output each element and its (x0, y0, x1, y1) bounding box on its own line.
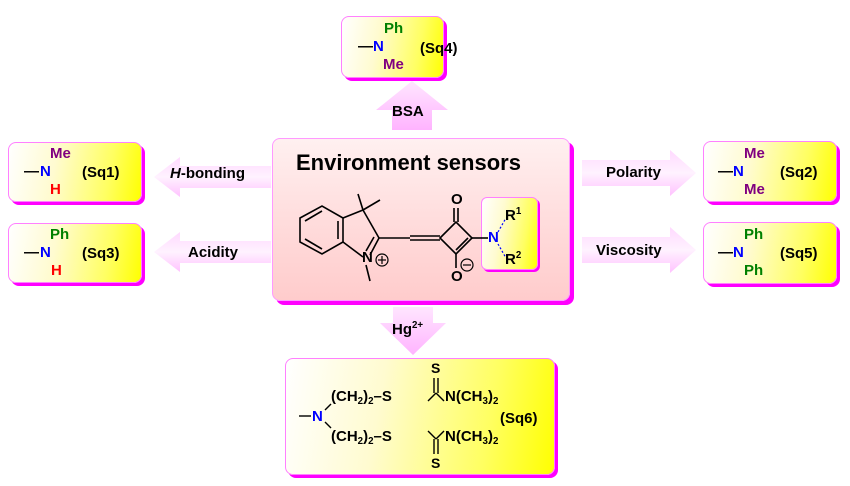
sq4-upper: Ph (384, 20, 404, 37)
center-title: Environment sensors (296, 150, 521, 175)
amine-lower-text: N(CH (445, 428, 483, 445)
probe-box-sq4 (341, 16, 444, 78)
amine-upper-close: ) (487, 388, 493, 405)
probe-box-sq3 (8, 223, 142, 283)
sq3-nitrogen: N (40, 244, 51, 261)
sq6-chain-upper: (CH2)2–S (331, 388, 392, 407)
amine-upper-sub: 3 (482, 395, 488, 407)
positive-charge-circle (375, 253, 389, 267)
sq6-chain-lower: (CH2)2–S (331, 428, 392, 447)
amine-lower-mult: 2 (492, 435, 499, 447)
sq2-label: (Sq2) (780, 164, 818, 181)
sq3-label: (Sq3) (82, 245, 120, 262)
arrow-label-h-bonding: H-bonding (170, 165, 245, 182)
arrow-right-polarity (582, 150, 696, 196)
amine-upper-text: N(CH (445, 388, 483, 405)
sq4-label: (Sq4) (420, 40, 458, 57)
sq4-nitrogen: N (373, 38, 384, 55)
arrow-right-viscosity (582, 227, 696, 273)
r2-group: R2 (505, 250, 521, 268)
chain-upper-sub: 2 (357, 395, 364, 407)
sq1-lower: H (50, 181, 61, 198)
arrow-label-bsa: BSA (392, 103, 424, 120)
amine-upper-mult: 2 (492, 395, 499, 407)
sq5-upper: Ph (744, 226, 764, 243)
sq4-bond: — (358, 38, 373, 55)
sq3-lower: H (51, 262, 62, 279)
sq6-amine-upper: N(CH3)2 (445, 388, 498, 407)
h-bonding-rest: -bonding (180, 165, 245, 182)
chain-lower-mult: 2 (368, 435, 374, 447)
r1-letter: R (505, 206, 516, 224)
hg-charge: 2+ (412, 320, 424, 331)
amine-lower-sub: 3 (482, 435, 488, 447)
chain-upper-s: –S (373, 388, 392, 405)
arrow-label-acidity: Acidity (188, 244, 239, 261)
probe-box-sq1 (8, 142, 142, 202)
sq4-lower: Me (383, 56, 404, 73)
sq5-label: (Sq5) (780, 245, 818, 262)
chain-upper-mult: 2 (368, 395, 374, 407)
chain-lower-ch: (CH (331, 428, 358, 445)
sq1-nitrogen: N (40, 163, 51, 180)
sq2-lower: Me (744, 181, 765, 198)
amine-nitrogen: N (488, 229, 499, 246)
h-italic: H (170, 165, 181, 182)
sq2-nitrogen: N (733, 163, 744, 180)
sq6-thio-s-upper: S (431, 360, 441, 376)
r1-group: R1 (505, 206, 521, 224)
sq6-label: (Sq6) (500, 410, 538, 427)
sq1-bond: — (24, 163, 39, 180)
squaraine-structure (299, 193, 507, 282)
arrow-up-bsa (376, 81, 448, 130)
hg-text: Hg (392, 320, 412, 338)
chain-lower-s: –S (373, 428, 392, 445)
sq5-bond: — (718, 244, 733, 261)
sq5-nitrogen: N (733, 244, 744, 261)
probe-box-sq5 (703, 222, 837, 284)
chain-lower-close: ) (363, 428, 369, 445)
arrow-left-acidity (154, 232, 271, 272)
sq1-label: (Sq1) (82, 164, 120, 181)
negative-charge-circle (460, 258, 474, 272)
oxygen-bottom: O (451, 268, 463, 285)
r1-sup: 1 (515, 206, 522, 217)
arrow-label-polarity: Polarity (606, 164, 662, 181)
sq6-bonds (299, 378, 445, 454)
sq6-thio-s-lower: S (431, 455, 441, 471)
sq2-bond: — (718, 163, 733, 180)
arrow-down-hg (380, 307, 446, 355)
sq2-upper: Me (744, 145, 765, 162)
arrow-label-hg: Hg2+ (392, 320, 423, 338)
arrow-label-viscosity: Viscosity (596, 242, 662, 259)
chain-upper-close: ) (363, 388, 369, 405)
amine-lower-close: ) (487, 428, 493, 445)
sq6-nitrogen: N (312, 408, 323, 425)
chain-lower-sub: 2 (357, 435, 364, 447)
arrow-left-h-bonding (154, 157, 271, 197)
sq6-amine-lower: N(CH3)2 (445, 428, 498, 447)
r2-letter: R (505, 250, 516, 268)
sq1-upper: Me (50, 145, 71, 162)
r-group-highlight (481, 197, 538, 270)
r2-sup: 2 (515, 250, 522, 261)
sq5-lower: Ph (744, 262, 764, 279)
benzene-ring (299, 205, 344, 255)
sq3-bond: — (24, 244, 39, 261)
probe-box-sq2 (703, 141, 837, 202)
probe-box-sq6 (285, 358, 555, 475)
indolium-nitrogen: N (362, 249, 373, 266)
oxygen-top: O (451, 191, 463, 208)
sq3-upper: Ph (50, 226, 70, 243)
chain-upper-ch: (CH (331, 388, 358, 405)
